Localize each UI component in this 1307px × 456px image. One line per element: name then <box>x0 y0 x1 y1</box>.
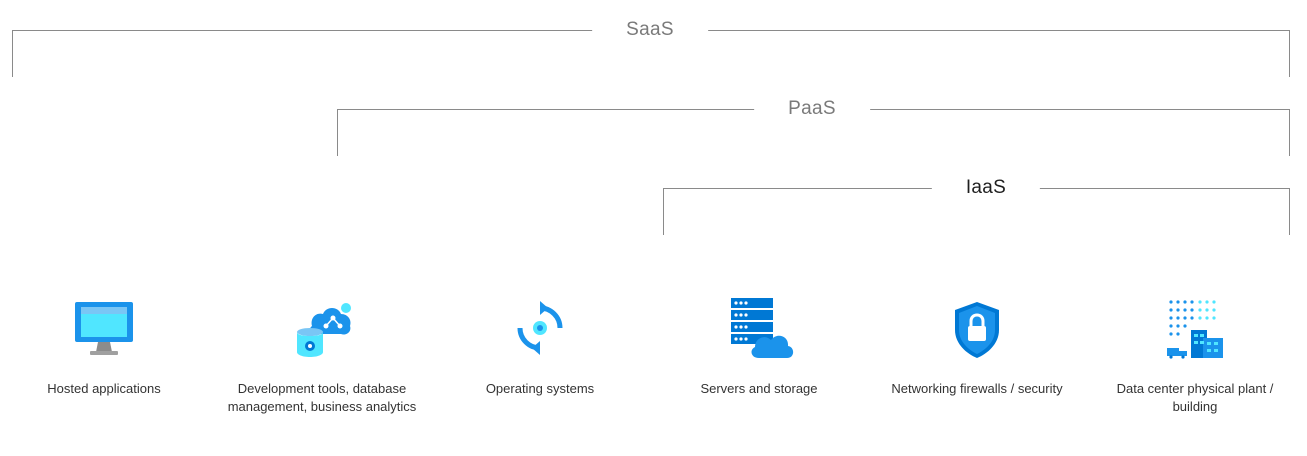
item-networking-security: Networking firewalls / security <box>867 296 1087 398</box>
iaas-label: IaaS <box>931 174 1041 202</box>
paas-bracket: PaaS <box>337 95 1290 156</box>
saas-bracket: SaaS <box>12 16 1290 77</box>
item-label: Networking firewalls / security <box>891 381 1063 396</box>
item-servers-storage: Servers and storage <box>649 296 869 398</box>
refresh-gear-icon <box>517 301 563 355</box>
item-label: Hosted applications <box>47 381 161 396</box>
iaas-bracket: IaaS <box>663 174 1290 235</box>
saas-label: SaaS <box>592 16 708 44</box>
item-label: Operating systems <box>485 381 595 396</box>
monitor-icon <box>75 302 133 355</box>
shield-lock-icon <box>955 302 999 358</box>
database-cloud-icon <box>297 303 351 357</box>
item-development-tools: Development tools, database management, … <box>212 296 432 416</box>
item-label: Servers and storage <box>700 381 818 396</box>
server-cloud-icon <box>731 298 794 358</box>
item-label: Development tools, database management, … <box>227 381 417 414</box>
item-label: Data center physical plant / building <box>1116 381 1274 414</box>
item-datacenter-building: Data center physical plant / building <box>1085 296 1305 416</box>
item-operating-systems: Operating systems <box>430 296 650 398</box>
paas-label: PaaS <box>754 95 870 123</box>
datacenter-building-icon <box>1167 300 1223 359</box>
item-hosted-applications: Hosted applications <box>0 296 214 398</box>
